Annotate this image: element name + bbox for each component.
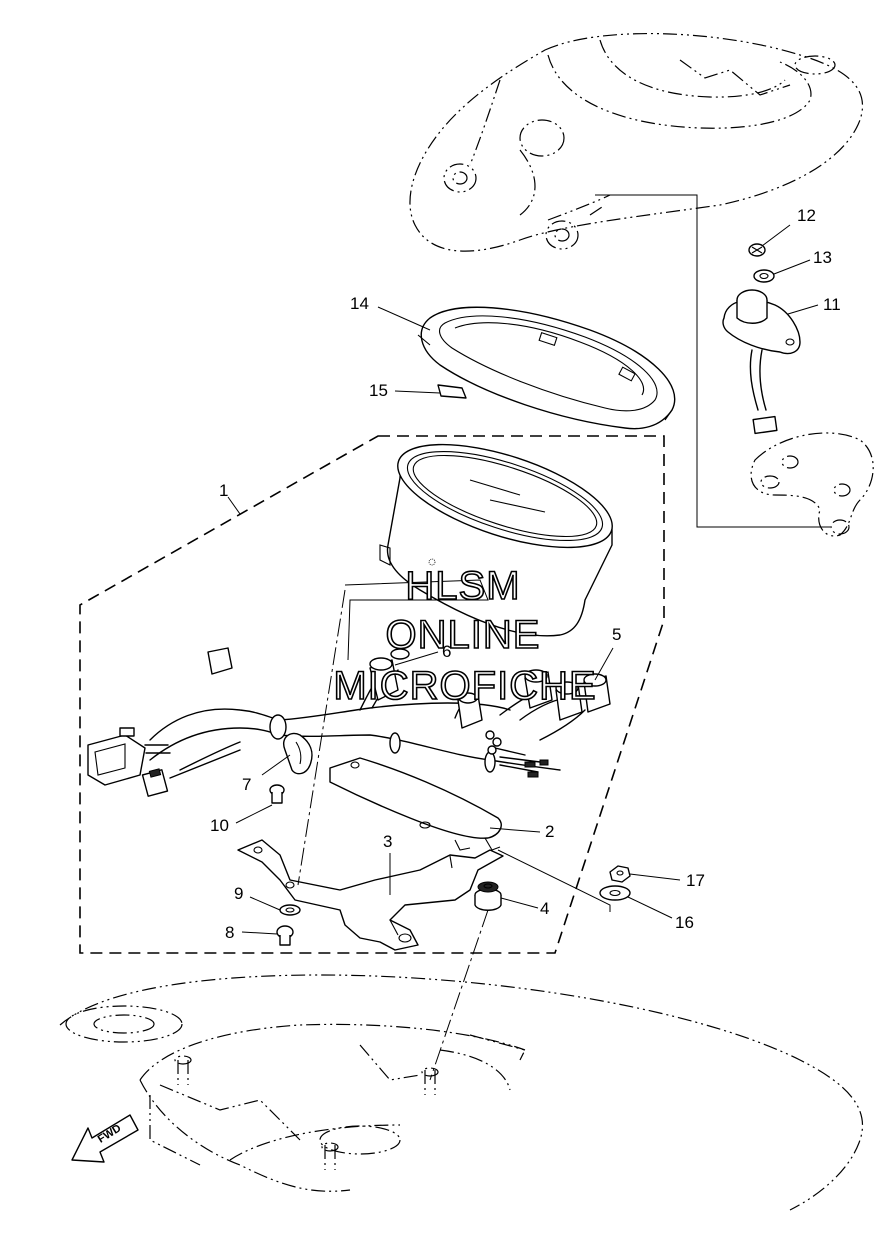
- callout-17: 17: [686, 871, 705, 890]
- watermark-line-1: HLSM: [405, 564, 521, 608]
- meter-assembly-boundary: [79, 435, 665, 954]
- switch-mount-leader: [595, 194, 830, 528]
- callout-1: 1: [219, 481, 229, 500]
- callout-16: 16: [675, 913, 694, 932]
- screw-12: [748, 243, 766, 257]
- clamp-7: [283, 732, 313, 775]
- callout-7: 7: [242, 775, 252, 794]
- meter-bezel-14: [417, 306, 676, 430]
- screw-8: [276, 925, 294, 946]
- small-coupler: [141, 768, 169, 797]
- grommet-4: [474, 881, 502, 911]
- callout-9: 9: [234, 884, 244, 903]
- callout-6: 6: [442, 642, 452, 661]
- callout-2: 2: [545, 822, 555, 841]
- callout-8: 8: [225, 923, 235, 942]
- nut-17: [609, 865, 631, 883]
- callout-13: 13: [813, 248, 832, 267]
- washer-13: [753, 269, 775, 283]
- callout-12: 12: [797, 206, 816, 225]
- screw-10: [269, 784, 285, 804]
- assembly-center-lines: [297, 579, 611, 1081]
- side-bracket-phantom: [750, 432, 874, 537]
- bulb-sockets: [207, 647, 611, 729]
- callout-15: 15: [369, 381, 388, 400]
- callout-11: 11: [823, 295, 841, 314]
- washer-9: [279, 904, 301, 916]
- terminal-pins: [485, 730, 549, 778]
- bracket-3: [237, 839, 504, 951]
- lower-frame-phantom: [59, 974, 864, 1211]
- upper-cowl-phantom: [409, 32, 864, 252]
- callout-10: 10: [210, 816, 229, 835]
- main-coupler: [87, 727, 146, 786]
- watermark-line-2: ONLINE: [385, 613, 541, 657]
- meter-housing: [379, 443, 613, 637]
- callout-3: 3: [383, 832, 393, 851]
- plate-2: [329, 757, 502, 851]
- callout-4: 4: [540, 899, 550, 918]
- callout-5: 5: [612, 625, 622, 644]
- forward-direction-arrow: [71, 1114, 139, 1163]
- watermark-line-3: MICROFICHE: [333, 664, 597, 708]
- callout-14: 14: [350, 294, 369, 313]
- seal-15: [437, 384, 467, 399]
- switch-11: [722, 289, 801, 435]
- callout-leaders: [227, 224, 819, 935]
- washer-16: [599, 885, 631, 901]
